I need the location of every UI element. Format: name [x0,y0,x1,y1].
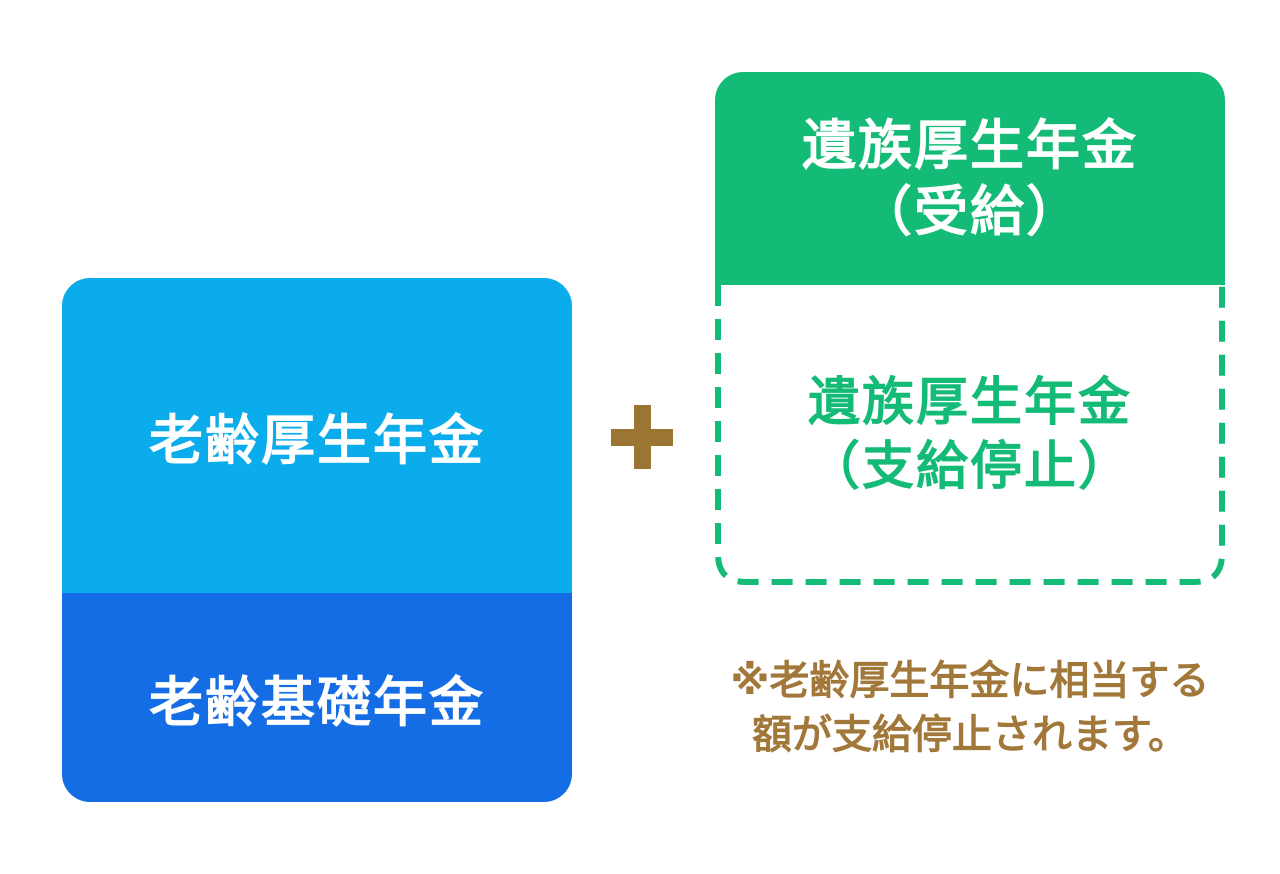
plus-icon-svg [611,405,673,469]
old-age-pension-stack: 老齢厚生年金 老齢基礎年金 [62,278,572,802]
old-age-employee-pension-label: 老齢厚生年金 [149,411,485,471]
survivor-pension-received-label-line1: 遺族厚生年金 [802,115,1138,176]
old-age-employee-pension-box: 老齢厚生年金 [62,278,572,593]
survivor-pension-stack: 遺族厚生年金 （受給） 遺族厚生年金 （支給停止） [715,72,1225,585]
survivor-pension-received-label-line2: （受給） [858,181,1082,242]
plus-icon [611,405,673,469]
survivor-pension-suspended-text: 遺族厚生年金 （支給停止） [715,285,1225,585]
suspension-note-line1: ※老齢厚生年金に相当する [730,659,1210,703]
survivor-pension-suspended-label-line1: 遺族厚生年金 [807,374,1132,432]
survivor-pension-suspended-box: 遺族厚生年金 （支給停止） [715,285,1225,585]
dashed-border [715,285,1225,585]
suspension-note-line2: 額が支給停止されます。 [752,713,1188,757]
old-age-basic-pension-box: 老齢基礎年金 [62,593,572,802]
survivor-pension-suspended-label-line2: （支給停止） [807,438,1132,496]
suspension-note: ※老齢厚生年金に相当する 額が支給停止されます。 [715,654,1225,762]
old-age-basic-pension-label: 老齢基礎年金 [149,673,485,733]
survivor-pension-received-box: 遺族厚生年金 （受給） [715,72,1225,285]
